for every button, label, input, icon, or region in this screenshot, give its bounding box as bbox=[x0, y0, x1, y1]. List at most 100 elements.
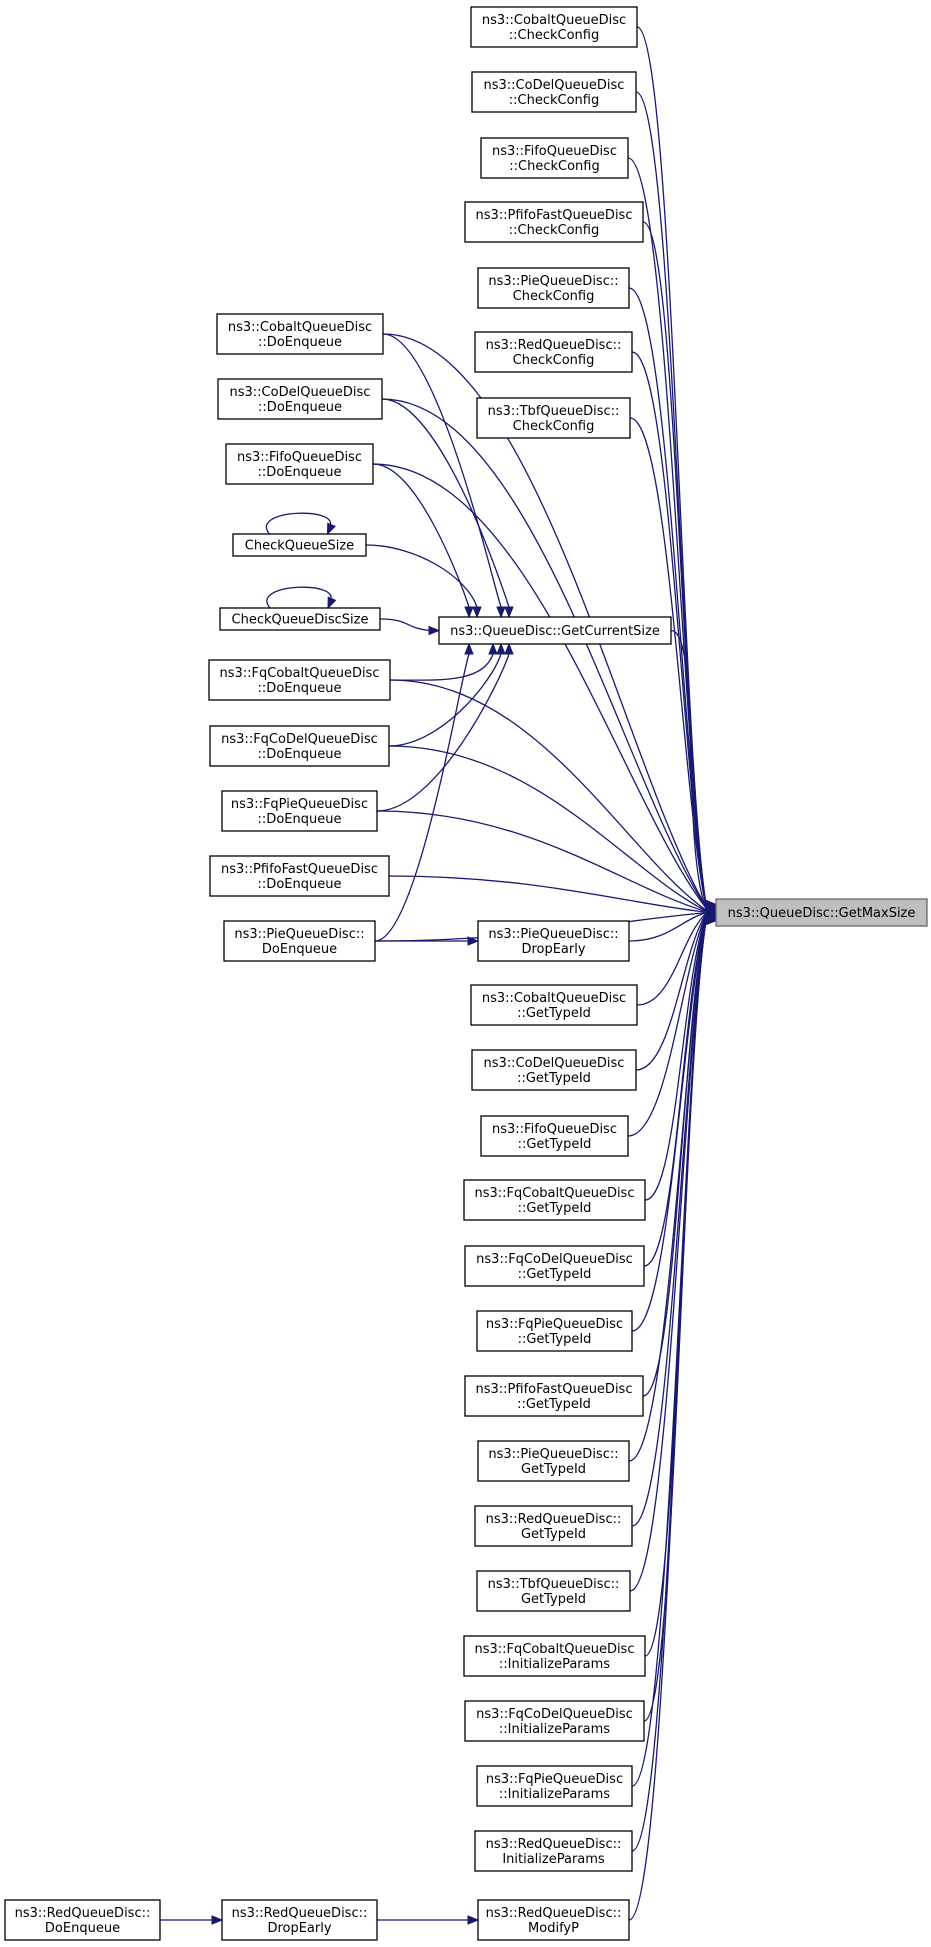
edge-arrowhead bbox=[496, 606, 506, 619]
node-box bbox=[474, 1505, 633, 1547]
node-box bbox=[470, 984, 638, 1026]
node-label: ::InitializeParams bbox=[499, 1722, 610, 1737]
edge-line bbox=[644, 915, 707, 1201]
node-queuedisc-getcurrentsize[interactable]: ns3::QueueDisc::GetCurrentSize bbox=[438, 616, 672, 645]
edge-arrowhead bbox=[211, 1915, 224, 1925]
node-fifoqueuedisc-gettypeid[interactable]: ns3::FifoQueueDisc::GetTypeId bbox=[480, 1115, 629, 1157]
node-label: ::GetTypeId bbox=[517, 1006, 591, 1021]
node-fifoqueuedisc-checkconfig[interactable]: ns3::FifoQueueDisc::CheckConfig bbox=[480, 137, 629, 179]
node-label: ::InitializeParams bbox=[499, 1787, 610, 1802]
edge-cqs-to-getcurrentsize bbox=[365, 544, 482, 619]
node-fqcodelqueuedisc-initializeparams[interactable]: ns3::FqCoDelQueueDisc::InitializeParams bbox=[464, 1700, 645, 1742]
node-fqpiequeuedisc-doenqueue[interactable]: ns3::FqPieQueueDisc::DoEnqueue bbox=[221, 790, 378, 832]
node-redqueuedisc-dropearly[interactable]: ns3::RedQueueDisc::DropEarly bbox=[221, 1899, 378, 1941]
node-fqcobaltqueuedisc-initializeparams[interactable]: ns3::FqCobaltQueueDisc::InitializeParams bbox=[463, 1635, 646, 1677]
node-fqpiequeuedisc-gettypeid[interactable]: ns3::FqPieQueueDisc::GetTypeId bbox=[476, 1310, 633, 1352]
edge-arrowhead bbox=[327, 596, 337, 610]
node-label: ns3::TbfQueueDisc:: bbox=[488, 404, 620, 419]
node-layer: ns3::QueueDisc::GetMaxSize ns3::QueueDisc… bbox=[4, 6, 928, 1941]
node-redqueuedisc-gettypeid[interactable]: ns3::RedQueueDisc::GetTypeId bbox=[474, 1505, 633, 1547]
node-label: ns3::TbfQueueDisc:: bbox=[488, 1577, 620, 1592]
node-piequeuedisc-doenqueue[interactable]: ns3::PieQueueDisc::DoEnqueue bbox=[223, 920, 376, 962]
edge-pfifo_cc-to-getmaxsize bbox=[642, 221, 718, 911]
node-label: ns3::FqPieQueueDisc bbox=[486, 1772, 623, 1787]
node-box bbox=[219, 607, 381, 631]
node-label: ns3::CobaltQueueDisc bbox=[482, 13, 626, 28]
edge-fifo_de-to-getcurrentsize bbox=[372, 463, 474, 619]
node-box bbox=[464, 1700, 645, 1742]
node-checkqueuediscsize[interactable]: CheckQueueDiscSize bbox=[219, 607, 381, 631]
edge-line bbox=[382, 333, 707, 908]
node-fqcodelqueuedisc-doenqueue[interactable]: ns3::FqCoDelQueueDisc::DoEnqueue bbox=[209, 725, 390, 767]
edge-arrowhead bbox=[467, 1915, 480, 1925]
node-redqueuedisc-initializeparams[interactable]: ns3::RedQueueDisc::InitializeParams bbox=[474, 1830, 633, 1872]
edge-codel_de-to-getcurrentsize bbox=[381, 398, 514, 619]
node-cobaltqueuedisc-checkconfig[interactable]: ns3::CobaltQueueDisc::CheckConfig bbox=[470, 6, 638, 48]
node-label: CheckConfig bbox=[513, 289, 595, 304]
node-box bbox=[476, 397, 631, 439]
node-redqueuedisc-doenqueue[interactable]: ns3::RedQueueDisc::DoEnqueue bbox=[4, 1899, 161, 1941]
node-box bbox=[438, 616, 672, 645]
edge-pfifo_de-to-getmaxsize bbox=[388, 875, 718, 917]
node-box bbox=[464, 1375, 644, 1417]
node-label: ns3::RedQueueDisc:: bbox=[486, 1837, 622, 1852]
node-label: DropEarly bbox=[521, 942, 585, 957]
edge-arrowhead bbox=[464, 642, 474, 655]
node-cobaltqueuedisc-gettypeid[interactable]: ns3::CobaltQueueDisc::GetTypeId bbox=[470, 984, 638, 1026]
edge-codel_de-to-getmaxsize bbox=[381, 398, 718, 913]
node-label: ns3::PfifoFastQueueDisc bbox=[476, 208, 633, 223]
node-piequeuedisc-dropearly[interactable]: ns3::PieQueueDisc::DropEarly bbox=[477, 920, 630, 962]
node-fqcodelqueuedisc-gettypeid[interactable]: ns3::FqCoDelQueueDisc::GetTypeId bbox=[464, 1245, 645, 1287]
node-box bbox=[216, 313, 384, 355]
edge-line bbox=[631, 918, 707, 1527]
node-pfifofastqueuedisc-doenqueue[interactable]: ns3::PfifoFastQueueDisc::DoEnqueue bbox=[209, 855, 390, 897]
edge-fqpie_de-to-getmaxsize bbox=[376, 810, 718, 917]
node-codelqueuedisc-gettypeid[interactable]: ns3::CoDelQueueDisc::GetTypeId bbox=[471, 1049, 637, 1091]
node-pfifofastqueuedisc-checkconfig[interactable]: ns3::PfifoFastQueueDisc::CheckConfig bbox=[464, 201, 644, 243]
edge-line bbox=[382, 333, 502, 608]
node-queuedisc-getmaxsize[interactable]: ns3::QueueDisc::GetMaxSize bbox=[715, 898, 928, 927]
node-label: ns3::CoDelQueueDisc bbox=[484, 78, 625, 93]
node-box bbox=[463, 1179, 646, 1221]
node-label: ns3::FqCoDelQueueDisc bbox=[476, 1707, 633, 1722]
node-label: DoEnqueue bbox=[262, 942, 337, 957]
edge-line bbox=[631, 351, 707, 908]
edge-pie_cc-to-getmaxsize bbox=[628, 287, 718, 911]
node-piequeuedisc-checkconfig[interactable]: ns3::PieQueueDisc::CheckConfig bbox=[477, 267, 630, 309]
node-fifoqueuedisc-doenqueue[interactable]: ns3::FifoQueueDisc::DoEnqueue bbox=[225, 443, 374, 485]
edge-line bbox=[376, 810, 707, 913]
edge-line bbox=[643, 920, 707, 1722]
node-label: ::CheckConfig bbox=[509, 28, 599, 43]
node-redqueuedisc-modifyp[interactable]: ns3::RedQueueDisc::ModifyP bbox=[477, 1899, 630, 1941]
node-label: ns3::RedQueueDisc:: bbox=[232, 1906, 368, 1921]
node-box bbox=[474, 331, 633, 373]
node-box bbox=[476, 1570, 631, 1612]
node-codelqueuedisc-doenqueue[interactable]: ns3::CoDelQueueDisc::DoEnqueue bbox=[217, 378, 383, 420]
node-label: ::DoEnqueue bbox=[258, 465, 342, 480]
node-fqcobaltqueuedisc-gettypeid[interactable]: ns3::FqCobaltQueueDisc::GetTypeId bbox=[463, 1179, 646, 1221]
node-box bbox=[208, 659, 391, 701]
node-tbfqueuedisc-checkconfig[interactable]: ns3::TbfQueueDisc::CheckConfig bbox=[476, 397, 631, 439]
node-codelqueuedisc-checkconfig[interactable]: ns3::CoDelQueueDisc::CheckConfig bbox=[471, 71, 637, 113]
node-label: ::GetTypeId bbox=[518, 1267, 592, 1282]
node-tbfqueuedisc-gettypeid[interactable]: ns3::TbfQueueDisc::GetTypeId bbox=[476, 1570, 631, 1612]
node-label: ns3::CoDelQueueDisc bbox=[230, 385, 371, 400]
edge-red_drop-to-red_modp bbox=[377, 1915, 480, 1925]
node-box bbox=[225, 443, 374, 485]
edge-arrowhead bbox=[467, 936, 480, 946]
node-fqpiequeuedisc-initializeparams[interactable]: ns3::FqPieQueueDisc::InitializeParams bbox=[476, 1765, 633, 1807]
edge-arrowhead bbox=[428, 625, 441, 636]
node-label: ::GetTypeId bbox=[518, 1137, 592, 1152]
edge-cqds-to-cqds bbox=[266, 586, 337, 610]
node-label: ::GetTypeId bbox=[518, 1201, 592, 1216]
node-label: ModifyP bbox=[528, 1921, 579, 1936]
node-pfifofastqueuedisc-gettypeid[interactable]: ns3::PfifoFastQueueDisc::GetTypeId bbox=[464, 1375, 644, 1417]
node-label: GetTypeId bbox=[521, 1592, 586, 1607]
node-piequeuedisc-gettypeid[interactable]: ns3::PieQueueDisc::GetTypeId bbox=[477, 1440, 630, 1482]
node-fqcobaltqueuedisc-doenqueue[interactable]: ns3::FqCobaltQueueDisc::DoEnqueue bbox=[208, 659, 391, 701]
node-redqueuedisc-checkconfig[interactable]: ns3::RedQueueDisc::CheckConfig bbox=[474, 331, 633, 373]
edge-cqs-to-cqs bbox=[265, 512, 336, 536]
node-cobaltqueuedisc-doenqueue[interactable]: ns3::CobaltQueueDisc::DoEnqueue bbox=[216, 313, 384, 355]
node-label: CheckConfig bbox=[513, 353, 595, 368]
node-checkqueuesize[interactable]: CheckQueueSize bbox=[232, 533, 367, 557]
